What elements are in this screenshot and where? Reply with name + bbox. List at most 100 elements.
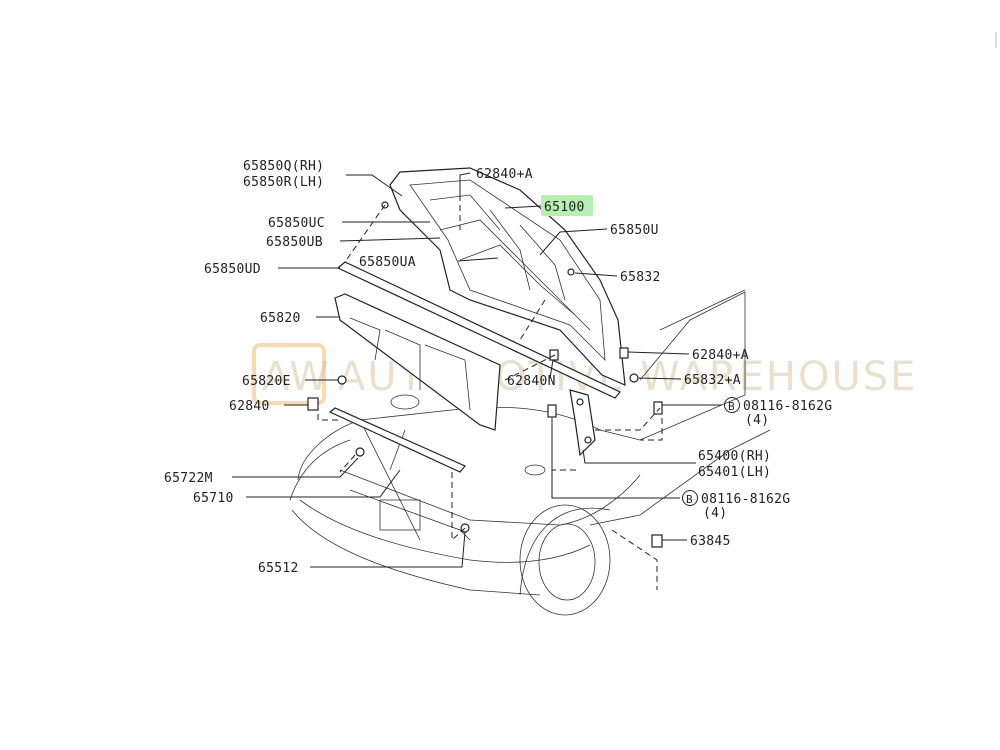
hinge-pin-top [576,398,584,406]
label-62840[interactable]: 62840 [229,399,270,414]
bolt-08116-a [653,401,663,415]
clip-65832a [629,373,639,383]
leader-65832a [637,377,682,380]
dash-4 [519,299,546,341]
hood-inner-frame [409,179,606,362]
bumper-lower [291,509,541,596]
label-08116-a[interactable]: 08116-8162G [743,399,832,414]
hood-rib-5 [429,194,501,231]
label-65820[interactable]: 65820 [260,311,301,326]
leader-08116-b [551,418,680,499]
car-body [289,289,771,616]
leader-lines [232,172,722,568]
label-65850ub[interactable]: 65850UB [266,235,323,250]
label-63845[interactable]: 63845 [690,534,731,549]
leader-62840n [549,359,554,379]
leader-65832 [574,272,618,277]
dash-9 [451,472,466,542]
radiator-core [379,499,421,531]
bolt-symbol-a-letter: B [728,400,735,413]
dash-10 [339,454,356,473]
leader-65710 [246,469,401,498]
label-65820e[interactable]: 65820E [242,374,291,389]
hood-hinge [569,389,596,457]
label-62840n[interactable]: 62840N [507,374,556,389]
insulator-cutout-2 [384,329,421,390]
clip-65820e [337,375,347,385]
label-65832a[interactable]: 65832+A [684,373,741,388]
label-65100[interactable]: 65100 [544,200,585,215]
front-wheel [519,504,611,616]
leader-65850ub [339,237,441,242]
leader-65722m [232,457,359,478]
leader-62840a-top [459,172,471,200]
hood-rib-4 [519,224,566,301]
leader-65400 [582,449,696,464]
label-65850u[interactable]: 65850U [610,223,659,238]
bolt-symbol-a [724,397,740,413]
leader-65850u [539,228,608,256]
label-08116-b-qty: (4) [703,506,727,521]
front-support-65710 [328,407,466,473]
hood-panel [389,167,626,386]
part-labels: 65850Q(RH) 65850R(LH) 62840+A 65100 6585… [164,159,832,576]
front-left-contour [289,439,351,501]
bumper-62840a-mid [619,347,629,359]
highlight-65100 [541,195,593,216]
label-65850q[interactable]: 65850Q(RH) [243,159,324,174]
insulator-cutout-1 [349,317,381,361]
side-body-line [589,429,771,526]
label-62840a-top[interactable]: 62840+A [476,167,533,182]
dash-1 [344,204,386,263]
leader-65850q [346,174,403,197]
hood-rib-2 [459,244,576,316]
hood-rib-3 [489,209,531,291]
label-65850ud[interactable]: 65850UD [204,262,261,277]
assembly-lines [317,185,663,590]
hood-insulator [334,293,501,431]
bumper-rubber-62840 [307,397,319,411]
hood-seal-65850ud [336,261,621,399]
bolt-08116-b [547,404,557,418]
nut-63845 [651,534,663,548]
dash-8 [611,529,658,590]
strut-tower [390,394,420,410]
label-65850ua[interactable]: 65850UA [359,255,416,270]
hinge-pin-bottom [584,436,592,444]
label-65401[interactable]: 65401(LH) [698,465,771,480]
engine-bay-edge [389,429,406,471]
label-65832[interactable]: 65832 [620,270,661,285]
label-08116-a-qty: (4) [745,413,769,428]
clip-65722m [355,447,365,457]
leader-65512 [310,531,466,568]
label-65400[interactable]: 65400(RH) [698,449,771,464]
clip-65832 [567,268,575,276]
label-65850uc[interactable]: 65850UC [268,216,325,231]
label-65512[interactable]: 65512 [258,561,299,576]
label-65710[interactable]: 65710 [193,491,234,506]
hood-rib-1 [439,219,591,331]
dash-6 [640,408,663,441]
leader-65100 [504,205,542,209]
bolt-symbol-b-letter: B [686,493,693,506]
reservoir-cap [524,464,546,476]
leader-65850ua [457,257,499,262]
hood-outer [389,167,626,386]
dash-5 [317,404,338,421]
label-65850r[interactable]: 65850R(LH) [243,175,324,190]
front-wheel-hub [538,523,596,601]
windshield-top [659,289,746,331]
bolt-symbol-b [682,490,698,506]
insulator-cutout-3 [424,344,471,411]
label-65722m[interactable]: 65722M [164,471,213,486]
insulator-pad [334,293,501,431]
wheel-arch [519,507,611,596]
leader-62840a-mid [627,351,690,355]
grille-bottom [349,489,471,541]
dash-11 [595,407,661,431]
windshield-a-pillar [639,291,746,441]
label-08116-b[interactable]: 08116-8162G [701,492,790,507]
label-62840a-mid[interactable]: 62840+A [692,348,749,363]
bumper-upper [299,499,591,563]
